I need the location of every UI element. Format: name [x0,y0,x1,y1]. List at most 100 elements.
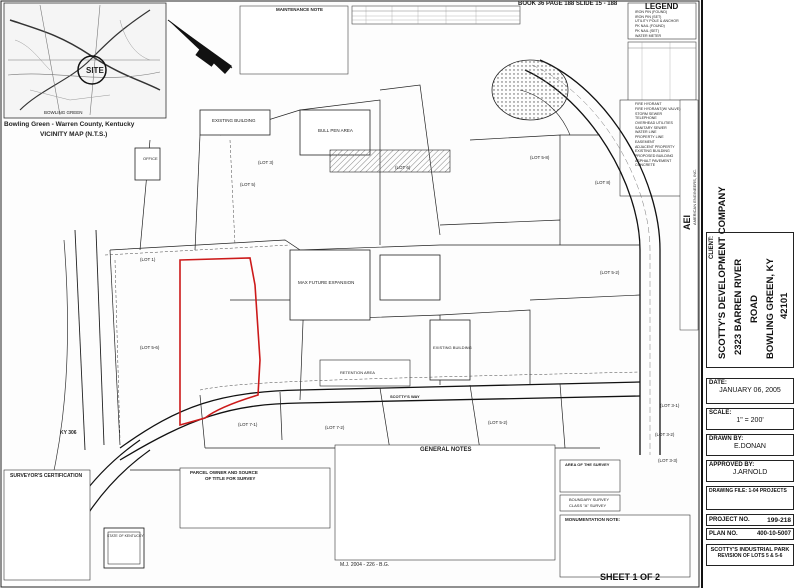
drawn-by-box: DRAWN BY: E.DONAN [706,434,794,456]
parcel-box-title-1: PARCEL OWNER AND SOURCE [190,470,258,475]
lot-label: (LOT 6) [395,165,411,170]
legend-list: IRON PIN (FOUND)IRON PIN (SET)UTILITY PO… [635,10,693,168]
lot-label: (LOT 3-1) [660,403,680,408]
area-box [559,459,621,493]
lot-label: (LOT 5-8) [530,155,550,160]
legend-item: ASPHALT PAVEMENT [635,158,672,163]
bull-pen-area: BULL PEN AREA [318,128,353,133]
legend-item: WATER LINE [635,130,657,135]
legend-box-outline [627,2,697,40]
general-notes-box [334,444,556,561]
legend-item: EASEMENT [635,139,655,144]
existing-building-1: EXISTING BUILDING [212,118,256,123]
legend-item: SANITARY SEWER [635,125,667,130]
legend-item: IRON PIN (FOUND) [635,10,668,14]
easement-lines [104,139,641,441]
lot-label: (LOT 5) [240,182,256,187]
firm-initials: AEI [682,214,692,230]
approved-by-box: APPROVED BY: J.ARNOLD [706,460,794,482]
mj-reference: M.J. 2004 - 226 - B.G. [340,562,390,568]
project-no-value: 199-218 [767,516,791,524]
sheet-number: SHEET 1 OF 2 [600,572,661,582]
client-zip: 42101 [779,292,790,319]
legend-item: FIRE HYDRANT(W/ VALVE) [635,106,681,111]
scottys-way-label: SCOTTY'S WAY [390,394,420,399]
plat-drawing [0,0,700,588]
highlighted-lot-boundary [179,257,261,427]
ky-road-label: KY 306 [60,430,77,436]
lot-label: (LOT 5-2) [488,420,508,425]
parcel-box-title-2: OF TITLE FOR SURVEY [205,476,256,481]
legend-title: LEGEND [645,2,679,11]
project-title-line2: REVISION OF LOTS 5 & 5-6 [717,553,783,559]
plan-no-label: PLAN NO. [709,531,738,537]
date-label: DATE: [709,380,727,386]
line-table [627,41,697,103]
lot-label: (LOT 5-2) [600,270,620,275]
vicinity-map [3,2,167,119]
firm-panel [679,99,699,331]
legend-item: STORM SEWER [635,111,663,116]
client-city: BOWLING GREEN, KY [765,258,776,359]
existing-building-2: EXISTING BUILDING [433,345,472,350]
date-box: DATE: JANUARY 06, 2005 [706,378,794,404]
book-reference: BOOK 36 PAGE 188 SLIDE 15 - 188 [518,1,618,7]
monument-notes-title: MONUMENTATION NOTE: [565,517,621,522]
survey-class-line2: CLASS "A" SURVEY [569,503,607,508]
office-label: OFFICE [143,156,158,161]
client-label: CLIENT: [709,236,715,259]
maintenance-note-box [239,5,349,75]
drawn-by-label: DRAWN BY: [709,436,744,442]
approved-by-label: APPROVED BY: [709,462,755,468]
seal-text: STATE OF KENTUCKY [107,534,144,538]
approved-by-value: J.ARNOLD [732,469,768,476]
general-notes-title: GENERAL NOTES [420,447,472,453]
scale-value: 1" = 200' [736,417,764,424]
legend-item: PK NAIL (SET) [635,28,660,33]
legend-item: ADJACENT PROPERTY [635,144,675,149]
legend-item: FIRE HYDRANT [635,102,662,107]
vicinity-site-label: SITE [86,66,104,75]
drawing-file-box: DRAWING FILE: 1-04 PROJECTS [706,486,794,510]
client-name: SCOTTY'S DEVELOPMENT COMPANY [717,186,728,359]
client-address2: ROAD [749,295,760,323]
max-future-expansion: MAX FUTURE EXPANSION [298,280,355,285]
detention-basin [491,59,569,121]
lot-label: (LOT 5-6) [140,345,160,350]
north-arrow-icon [167,19,233,74]
surveyor-seal [103,527,145,569]
scale-box: SCALE: 1" = 200' [706,408,794,430]
buildings [134,109,471,387]
vicinity-city-label: BOWLING GREEN [44,110,83,115]
plan-no-value: 400-10-5007 [756,531,791,537]
legend-item: PK NAIL (FOUND) [635,24,665,29]
lot-label: (LOT 8) [595,180,611,185]
maintenance-note-title: MAINTENANCE NOTE [276,7,323,12]
project-no-label: PROJECT NO. [709,517,750,523]
firm-name: AMERICAN ENGINEERS, INC. [692,168,697,225]
lot-label: (LOT 1) [140,257,156,262]
legend-item: OVERHEAD UTILITIES [635,121,673,126]
lot-label: (LOT 3-2) [655,432,675,437]
certification-box [3,469,91,581]
project-no-box: PROJECT NO. 199-218 [706,514,794,526]
legend-item: EXISTING BUILDING [635,149,670,154]
site-circle [77,55,107,85]
lot-label: (LOT 3) [258,160,274,165]
date-value: JANUARY 06, 2005 [719,387,781,394]
drawing-file-label: DRAWING FILE: 1-04 PROJECTS [709,488,787,494]
scale-label: SCALE: [709,410,732,416]
monument-notes-box [559,514,691,578]
client-address1: 2323 BARREN RIVER [733,258,744,355]
plan-border [0,0,700,588]
plan-no-box: PLAN NO. 400-10-5007 [706,528,794,540]
legend-item: TELEPHONE [635,116,657,121]
vicinity-caption: Bowling Green - Warren County, Kentucky [4,121,135,128]
legend-item: IRON PIN (SET) [635,14,662,19]
legend-item: PROPOSED BUILDING [635,153,674,158]
legend-item: WATER METER [635,33,662,38]
title-block: CLIENT: SCOTTY'S DEVELOPMENT COMPANY 232… [701,0,796,588]
certification-title: SURVEYOR'S CERTIFICATION [10,473,83,479]
parcel-owner-box [179,467,331,529]
